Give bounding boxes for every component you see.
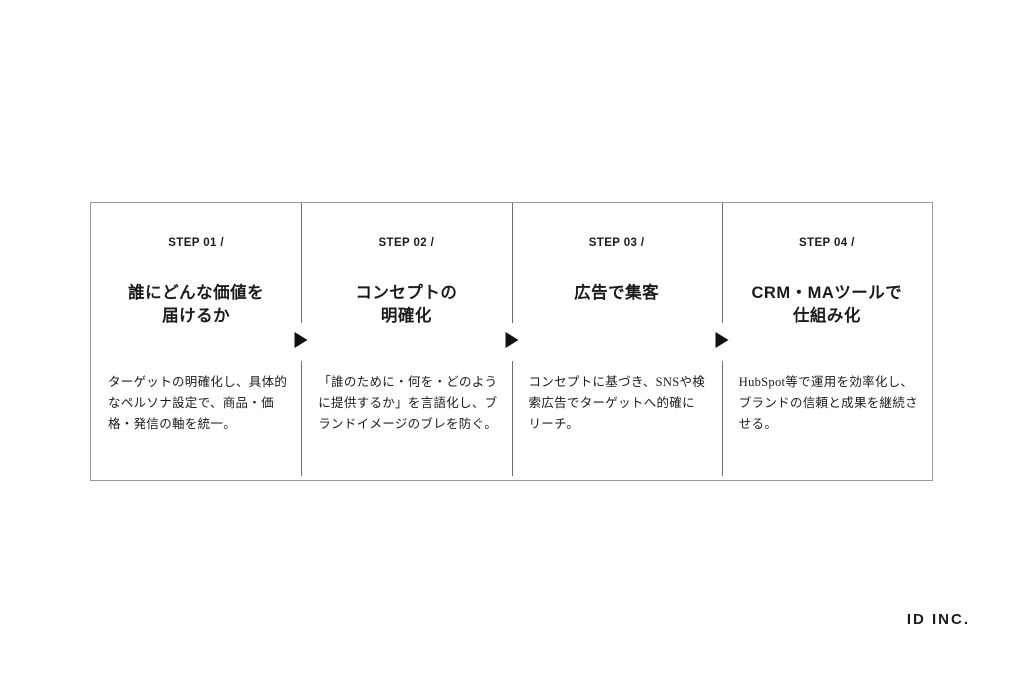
column-divider — [511, 361, 513, 476]
step-description: ターゲットの明確化し、具体的 なペルソナ設定で、商品・価 格・発信の軸を統一。 — [108, 375, 288, 431]
column-divider — [301, 203, 303, 323]
column-divider — [301, 361, 303, 476]
step-title: CRM・MAツールで 仕組み化 — [751, 284, 903, 325]
column-divider — [721, 361, 723, 476]
process-diagram: STEP 01 / 誰にどんな価値を 届けるか ターゲットの明確化し、具体的 な… — [90, 202, 933, 481]
step-label: STEP 01 / — [168, 237, 225, 249]
step-title: コンセプトの 明確化 — [355, 284, 458, 325]
step-title: 広告で集客 — [574, 284, 660, 302]
step-label: STEP 02 / — [378, 237, 435, 249]
brand-logo-text: ID INC. — [906, 611, 970, 628]
arrow-right-icon — [505, 332, 518, 348]
column-divider — [721, 203, 723, 323]
step-card-3: STEP 03 / 広告で集客 コンセプトに基づき、SNSや検 索広告でターゲッ… — [512, 203, 722, 480]
arrow-right-icon — [715, 332, 729, 348]
step-label: STEP 04 / — [798, 237, 855, 249]
step-card-4: STEP 04 / CRM・MAツールで 仕組み化 HubSpot等で運用を効率… — [722, 203, 932, 480]
step-description: 「誰のために・何を・どのよう に提供するか」を言語化し、ブ ランドイメージのブレ… — [318, 375, 498, 431]
step-card-2: STEP 02 / コンセプトの 明確化 「誰のために・何を・どのよう に提供す… — [301, 203, 511, 480]
arrow-right-icon — [294, 332, 308, 348]
step-title: 誰にどんな価値を 届けるか — [128, 284, 265, 325]
step-description: HubSpot等で運用を効率化し、 ブランドの信頼と成果を継続さ せる。 — [738, 375, 918, 431]
step-label: STEP 03 / — [588, 237, 645, 249]
step-description: コンセプトに基づき、SNSや検 索広告でターゲットへ的確に リーチ。 — [528, 375, 706, 431]
step-card-1: STEP 01 / 誰にどんな価値を 届けるか ターゲットの明確化し、具体的 な… — [91, 203, 301, 480]
column-divider — [511, 203, 513, 323]
